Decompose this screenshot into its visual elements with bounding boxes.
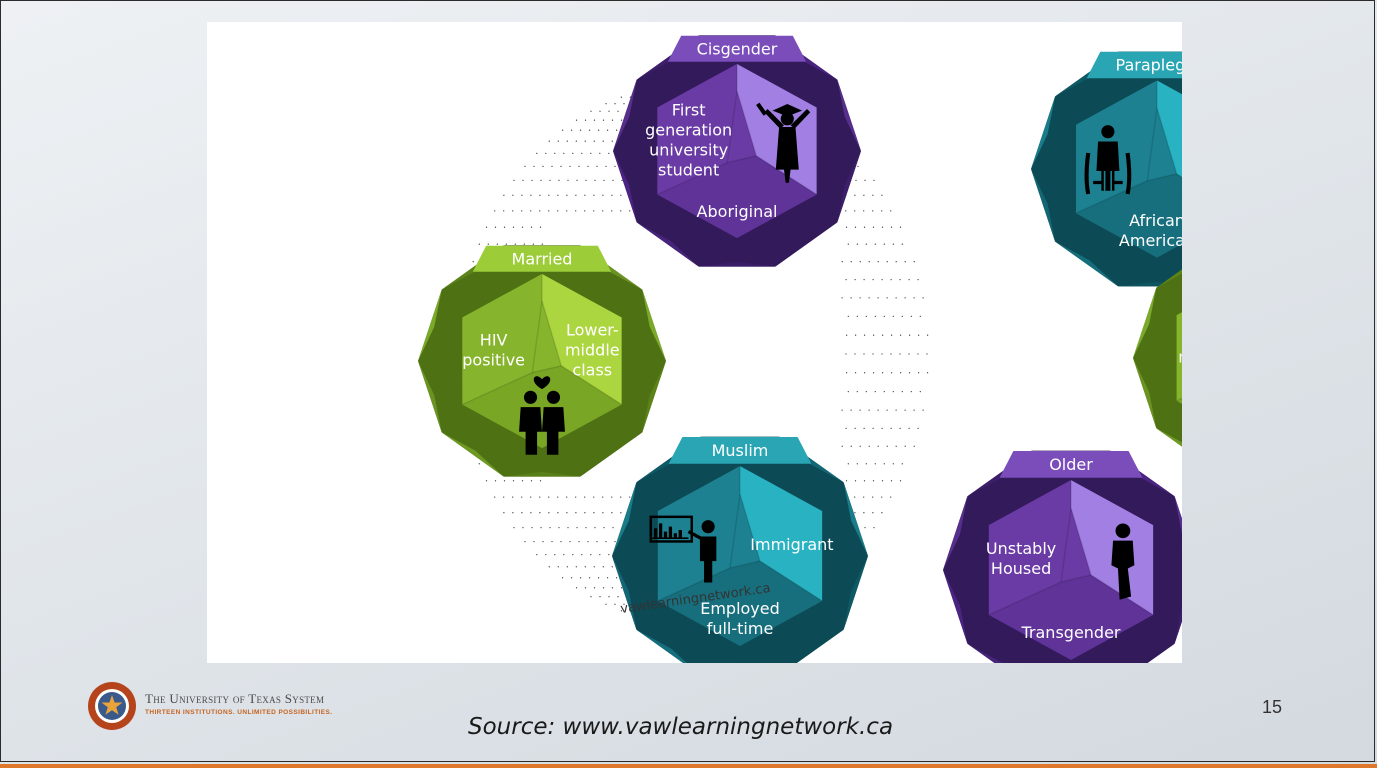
university-seal-icon	[88, 682, 136, 730]
gem-right-label: middle	[1181, 148, 1182, 167]
gem-left-label: Housed	[991, 559, 1051, 578]
gem-right-label: class	[572, 360, 612, 379]
gem-bottom-label: Employed	[700, 599, 780, 618]
gem-bottom-label: Transgender	[1021, 623, 1121, 642]
accent-bar	[0, 764, 1377, 768]
gem-right-label: middle	[565, 340, 620, 359]
gem-bottom-label: American	[1119, 231, 1182, 250]
page-number: 15	[1262, 697, 1283, 717]
identity-gem: ParaplegicUpper-middleclassAfricanAmeric…	[1031, 51, 1182, 287]
gem-left-label: generation	[645, 120, 732, 139]
couple-icon	[519, 376, 565, 455]
gem-top-label: Older	[1049, 455, 1093, 474]
wheelchair-icon	[1084, 125, 1132, 195]
gem-top-label: Muslim	[712, 441, 769, 460]
graduate-icon	[756, 102, 811, 183]
presenter-icon	[649, 515, 717, 583]
logo-tagline: THIRTEEN INSTITUTIONS. UNLIMITED POSSIBI…	[145, 709, 333, 716]
gem-bottom-label: African	[1129, 211, 1182, 230]
gem-left-label: Unstably	[986, 539, 1056, 558]
gem-right-label: Immigrant	[750, 535, 833, 554]
gem-top-label: Cisgender	[697, 39, 778, 58]
gem-right-label: Lower-	[566, 320, 619, 339]
gem-left-label: HIV	[480, 330, 508, 349]
gem-left-label: student	[658, 160, 719, 179]
gem-bottom-label: full-time	[707, 619, 774, 638]
person-icon	[1111, 523, 1135, 600]
logo-title: The University of Texas System	[145, 691, 325, 706]
gem-top-label: Paraplegic	[1116, 56, 1182, 75]
university-logo: The University of Texas System THIRTEEN …	[87, 681, 433, 731]
gem-left-label: university	[649, 140, 728, 159]
gem-left-label: First	[672, 100, 706, 119]
gem-top-label: Married	[512, 249, 573, 268]
gem-bottom-label: Aboriginal	[697, 202, 778, 221]
identity-gems: CisgenderFirstgenerationuniversitystuden…	[418, 35, 1182, 663]
gem-left-label: mother	[1178, 348, 1182, 367]
source-caption: Source: www.vawlearningnetwork.ca	[468, 714, 894, 740]
gem-left-label: positive	[462, 350, 525, 369]
identity-gem: CisgenderFirstgenerationuniversitystuden…	[613, 35, 861, 267]
